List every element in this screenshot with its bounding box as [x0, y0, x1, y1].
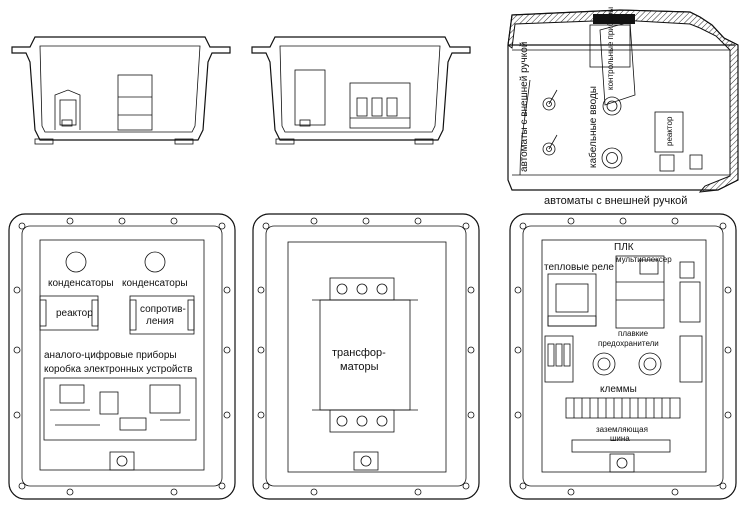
panel-view-left: [8, 213, 236, 500]
label-capacitors-left: конденсаторы: [48, 278, 114, 289]
label-thermal-relay: тепловые реле: [544, 262, 614, 273]
label-reactor-top: реактор: [665, 116, 674, 146]
label-instruments-bl: аналого-цифровые приборы: [44, 349, 177, 361]
label-fuses-2: предохранители: [598, 339, 659, 348]
label-ground-bus-1: заземляющая: [596, 425, 648, 434]
label-ground-bus-2: шина: [610, 434, 630, 443]
label-transformers-2: маторы: [340, 361, 379, 373]
label-resistors-1: сопротив-: [140, 304, 186, 315]
section-view-middle: [251, 36, 471, 145]
label-plc: ПЛК: [614, 242, 634, 253]
caption-breakers: автоматы с внешней ручкой: [544, 195, 687, 207]
cutaway-view-right: [507, 9, 739, 193]
section-view-left: [11, 36, 231, 145]
panel-view-middle: [252, 213, 480, 500]
label-resistors-2: ления: [146, 316, 174, 327]
label-reactor: реактор: [56, 308, 93, 319]
label-terminals: клеммы: [600, 384, 637, 395]
label-cable-entries: кабельные вводы: [587, 86, 599, 168]
label-capacitors-right: конденсаторы: [122, 278, 188, 289]
label-instruments: контрольные приборы: [606, 7, 615, 90]
label-transformers-1: трансфор-: [332, 347, 386, 359]
label-side-breakers: автоматы с внешней ручкой: [519, 42, 530, 172]
label-fuses-1: плавкие: [618, 329, 649, 338]
panel-view-right: [509, 213, 737, 500]
label-electronics-box: коробка электронных устройств: [44, 363, 192, 375]
label-multiplexer: мультиплексер: [616, 255, 672, 264]
